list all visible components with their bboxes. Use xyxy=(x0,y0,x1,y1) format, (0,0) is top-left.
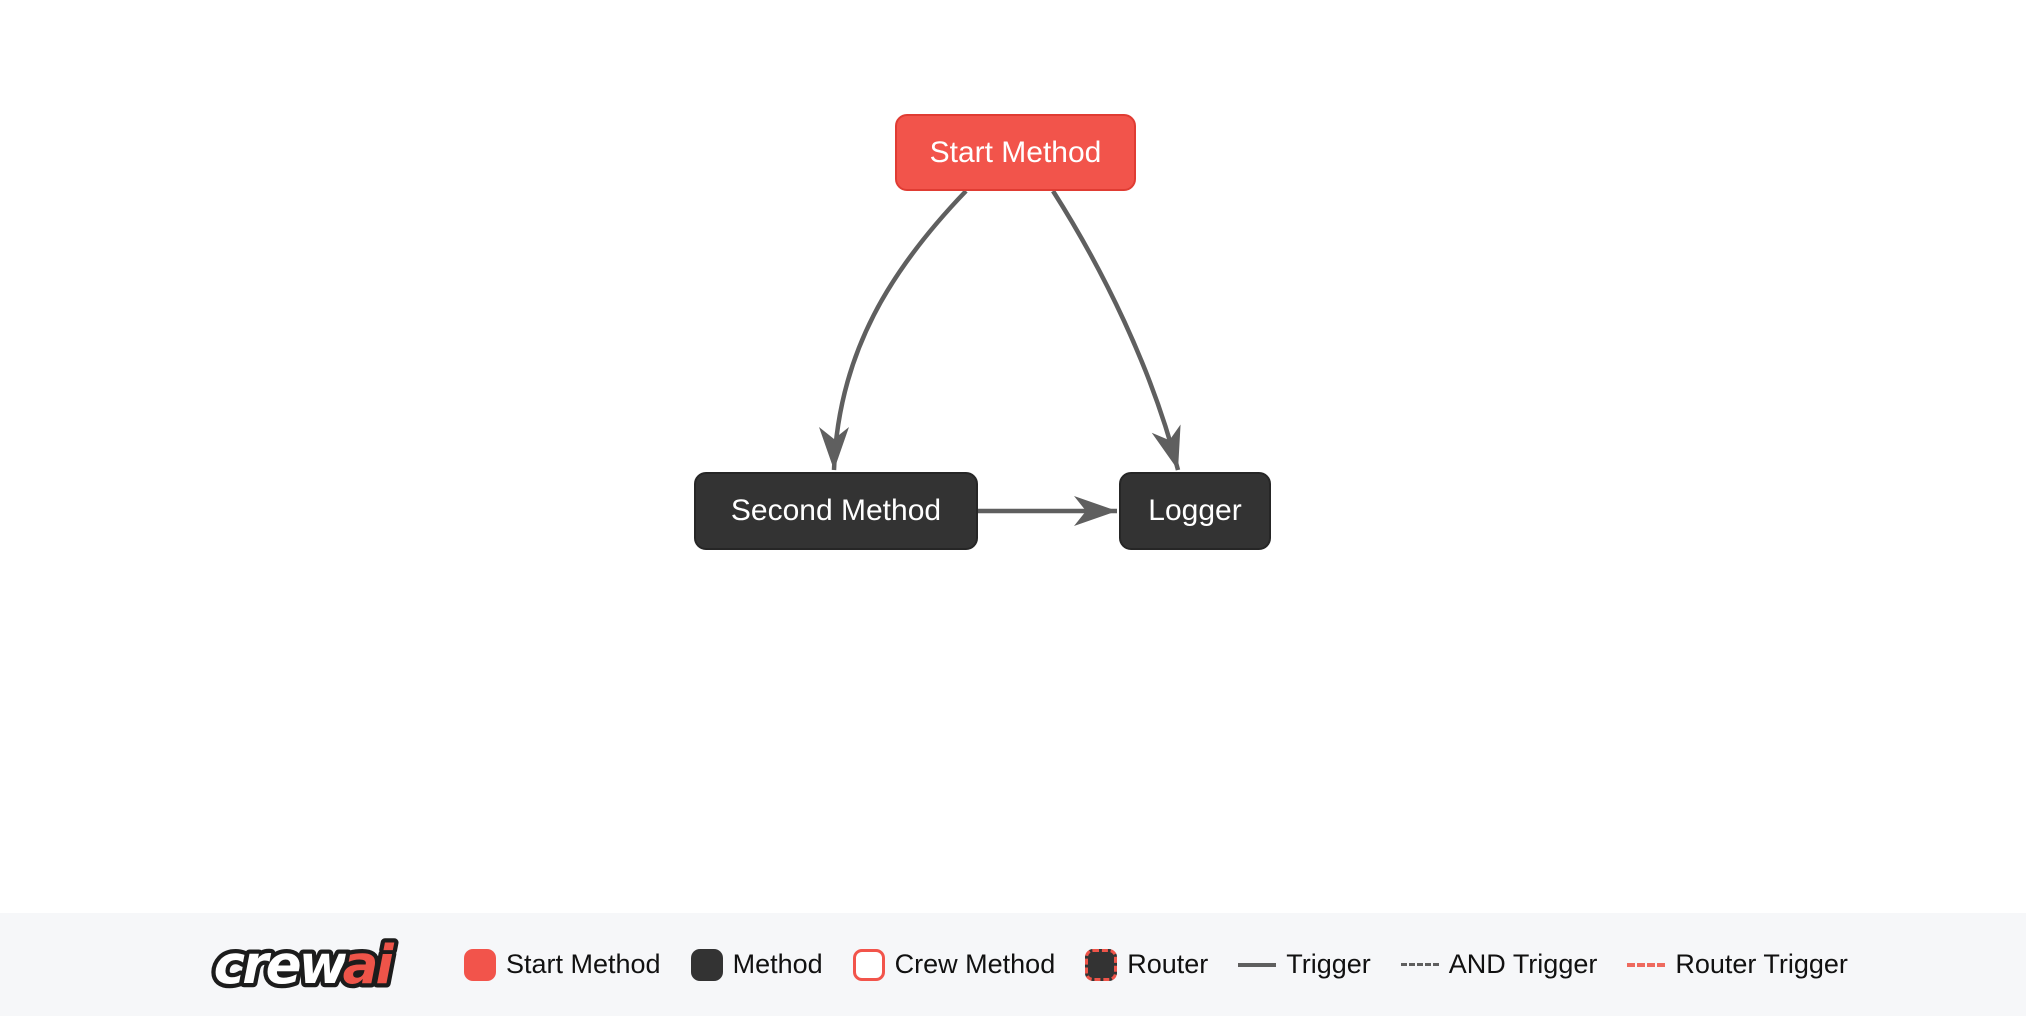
router-trigger-line-icon xyxy=(1627,962,1666,967)
node-start-method[interactable]: Start Method xyxy=(895,114,1136,191)
node-logger-label: Logger xyxy=(1148,494,1242,527)
legend-item-trigger: Trigger xyxy=(1238,949,1371,980)
crew-method-swatch-icon xyxy=(852,948,885,981)
node-start-method-label: Start Method xyxy=(929,135,1102,169)
legend-item-crew-method: Crew Method xyxy=(852,948,1056,981)
node-logger[interactable]: Logger xyxy=(1119,472,1271,550)
router-swatch-icon xyxy=(1085,948,1118,981)
legend-item-router: Router xyxy=(1085,948,1209,981)
legend-label-and-trigger: AND Trigger xyxy=(1448,949,1598,979)
legend-label-router-trigger: Router Trigger xyxy=(1675,949,1848,979)
legend-label-router: Router xyxy=(1127,949,1209,979)
legend-item-and-trigger: AND Trigger xyxy=(1400,949,1598,980)
node-second-method-label: Second Method xyxy=(730,494,942,527)
edge-start-to-logger xyxy=(1051,189,1181,471)
legend-label-crew-method: Crew Method xyxy=(894,949,1056,979)
crewai-logo-crew-text: crew xyxy=(214,934,349,996)
legend-label-start-method: Start Method xyxy=(506,949,661,979)
arrowhead-start-to-logger xyxy=(1151,424,1181,470)
start-method-swatch-icon xyxy=(464,948,496,981)
legend-label-method: Method xyxy=(732,949,823,979)
legend-item-method: Method xyxy=(690,948,823,981)
crewai-logo: crew ai xyxy=(209,929,401,1000)
and-trigger-line-icon xyxy=(1400,963,1439,966)
flow-canvas[interactable]: Start Method Second Method Logger xyxy=(0,0,2026,913)
trigger-line-icon xyxy=(1238,962,1277,967)
flow-edges xyxy=(819,189,1181,526)
legend-item-router-trigger: Router Trigger xyxy=(1627,949,1848,980)
legend-bar: crew ai Start Method Method Crew Method … xyxy=(0,913,2026,1016)
legend-item-start-method: Start Method xyxy=(464,948,661,981)
arrowhead-second-to-logger xyxy=(1074,496,1117,526)
arrowhead-start-to-second xyxy=(819,427,849,470)
method-swatch-icon xyxy=(690,948,723,981)
node-second-method[interactable]: Second Method xyxy=(694,472,978,550)
legend-label-trigger: Trigger xyxy=(1286,949,1371,979)
crewai-logo-ai-text: ai xyxy=(343,934,395,996)
edge-start-to-second xyxy=(831,189,968,471)
